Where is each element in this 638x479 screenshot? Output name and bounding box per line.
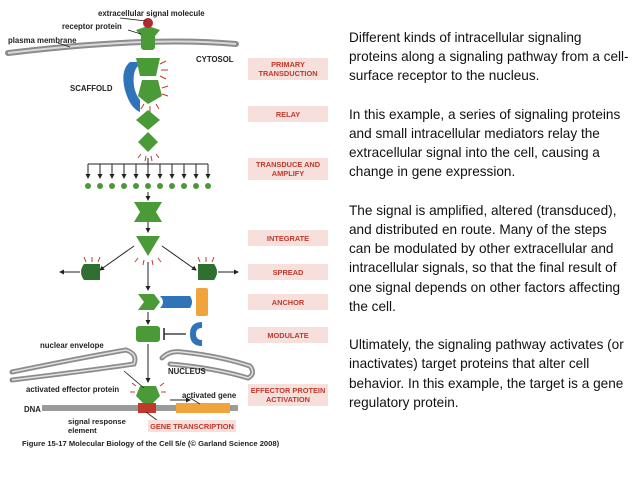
stage-label: EFFECTOR PROTEIN [251,386,326,395]
leader-lines [57,17,201,422]
effector-protein [136,386,160,404]
label-plasma-membrane: plasma membrane [8,36,77,45]
stage-label: SPREAD [273,268,304,277]
label-dna: DNA [24,405,41,414]
spread-protein-right [198,264,217,280]
stage-label: MODULATE [267,331,308,340]
paragraph-intro: Different kinds of intracellular signali… [349,30,629,84]
activation-ticks [140,60,169,112]
modulator-protein [190,322,202,346]
anchored-protein [138,294,160,310]
label-activated-effector-protein: activated effector protein [26,385,119,394]
signal-molecule [143,18,153,28]
plasma-membrane [5,38,239,56]
spread-ticks [83,256,215,263]
signaling-pathway-figure: extracellular signal molecule receptor p… [5,9,328,448]
stage-label: AMPLIFY [272,169,305,178]
amplify-arrows [85,158,211,179]
effector-ticks [130,382,166,393]
nuclear-envelope-inner [11,349,254,381]
stage-box-relay: RELAY [248,106,328,122]
spread-hub-protein [136,236,160,256]
stage-label: INTEGRATE [267,234,309,243]
stage-box-spread: SPREAD [248,264,328,280]
label-cytosol: CYTOSOL [196,55,234,64]
second-messengers [85,183,211,189]
label-signal-response-2: element [68,426,97,435]
scaffold-protein [123,62,146,112]
stage-label: TRANSDUCTION [258,69,317,78]
label-receptor-protein: receptor protein [62,22,122,31]
label-scaffold: SCAFFOLD [70,84,113,93]
paragraph-example: In this example, a series of signaling p… [349,106,621,180]
modulated-protein [136,326,160,342]
stage-label: TRANSDUCE AND [256,160,321,169]
stage-label: ANCHOR [272,298,305,307]
dna [42,403,238,413]
figure-caption: Figure 15-17 Molecular Biology of the Ce… [22,439,280,448]
relay-proteins [136,110,160,152]
stage-label: GENE TRANSCRIPTION [150,422,234,431]
label-activated-gene: activated gene [182,391,237,400]
relay-ticks [137,153,160,162]
label-signal-response-1: signal response [68,417,126,426]
stage-label: RELAY [276,110,300,119]
paragraph-outcome: Ultimately, the signaling pathway activa… [349,337,624,410]
stage-box-modulate: MODULATE [248,327,328,343]
stage-box-anchor: ANCHOR [248,294,328,310]
stage-box-integrate: INTEGRATE [248,230,328,246]
anchor-protein-orange [196,288,208,316]
receptor-protein [136,26,160,50]
paragraph-amplification: The signal is amplified, altered (transd… [349,202,621,314]
stage-box-effector-activation: EFFECTOR PROTEIN ACTIVATION [248,384,328,406]
anchor-protein-blue [160,296,192,308]
label-extracellular-signal-molecule: extracellular signal molecule [98,9,205,18]
stage-label: ACTIVATION [266,395,310,404]
explanation-text: Different kinds of intracellular signali… [349,28,631,431]
integrator-protein [134,202,162,222]
stage-box-gene-transcription: GENE TRANSCRIPTION [148,420,236,432]
spread-arrows [59,245,239,291]
label-nuclear-envelope: nuclear envelope [40,341,104,350]
stage-box-transduce-amplify: TRANSDUCE AND AMPLIFY [248,158,328,180]
primary-transduction-proteins [136,58,162,104]
hub-ticks [134,257,162,266]
stage-label: PRIMARY [271,60,305,69]
label-nucleus: NUCLEUS [168,367,206,376]
stage-box-primary-transduction: PRIMARY TRANSDUCTION [248,58,328,80]
spread-protein-left [81,264,100,280]
